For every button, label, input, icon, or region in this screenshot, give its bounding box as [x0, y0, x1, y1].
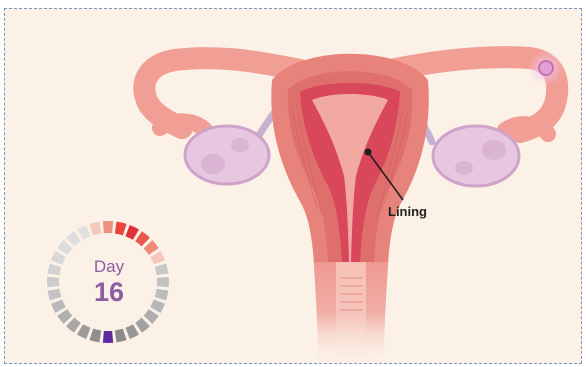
cycle-segment [125, 225, 139, 240]
cycle-segment [144, 240, 159, 255]
cycle-segment [89, 222, 101, 236]
cycle-segment [89, 329, 101, 343]
cycle-segment [77, 324, 91, 339]
cycle-segment [66, 231, 81, 246]
cycle-segment [57, 240, 72, 255]
right-ovary-follicle [455, 161, 473, 175]
cycle-segment [150, 299, 165, 313]
cycle-segment [144, 309, 159, 324]
cycle-segment [47, 277, 59, 287]
lining-label: Lining [388, 204, 427, 219]
cycle-segment [77, 225, 91, 240]
day-number: 16 [78, 277, 140, 308]
cycle-segment [48, 289, 62, 301]
right-ovary-follicle [482, 140, 506, 160]
cycle-segment [115, 329, 127, 343]
cycle-segment [103, 221, 113, 233]
egg-icon [539, 61, 553, 75]
cycle-segment [57, 309, 72, 324]
cycle-segment [135, 318, 150, 333]
cycle-segment [51, 299, 66, 313]
cycle-segment [157, 277, 169, 287]
cycle-segment [155, 289, 169, 301]
cycle-segment [66, 318, 81, 333]
cycle-segment [48, 263, 62, 275]
left-ovary [185, 126, 269, 184]
cycle-segment [150, 251, 165, 265]
left-ovary-follicle [231, 138, 249, 152]
cycle-segment-current [103, 331, 113, 343]
cycle-segment [155, 263, 169, 275]
left-ovary-follicle [201, 154, 225, 174]
left-fimbriae [160, 121, 205, 130]
cycle-segment [125, 324, 139, 339]
right-ovary [433, 126, 519, 186]
cycle-segment [115, 222, 127, 236]
cycle-segment [51, 251, 66, 265]
cycle-segment [135, 231, 150, 246]
day-label: Day [86, 257, 132, 277]
